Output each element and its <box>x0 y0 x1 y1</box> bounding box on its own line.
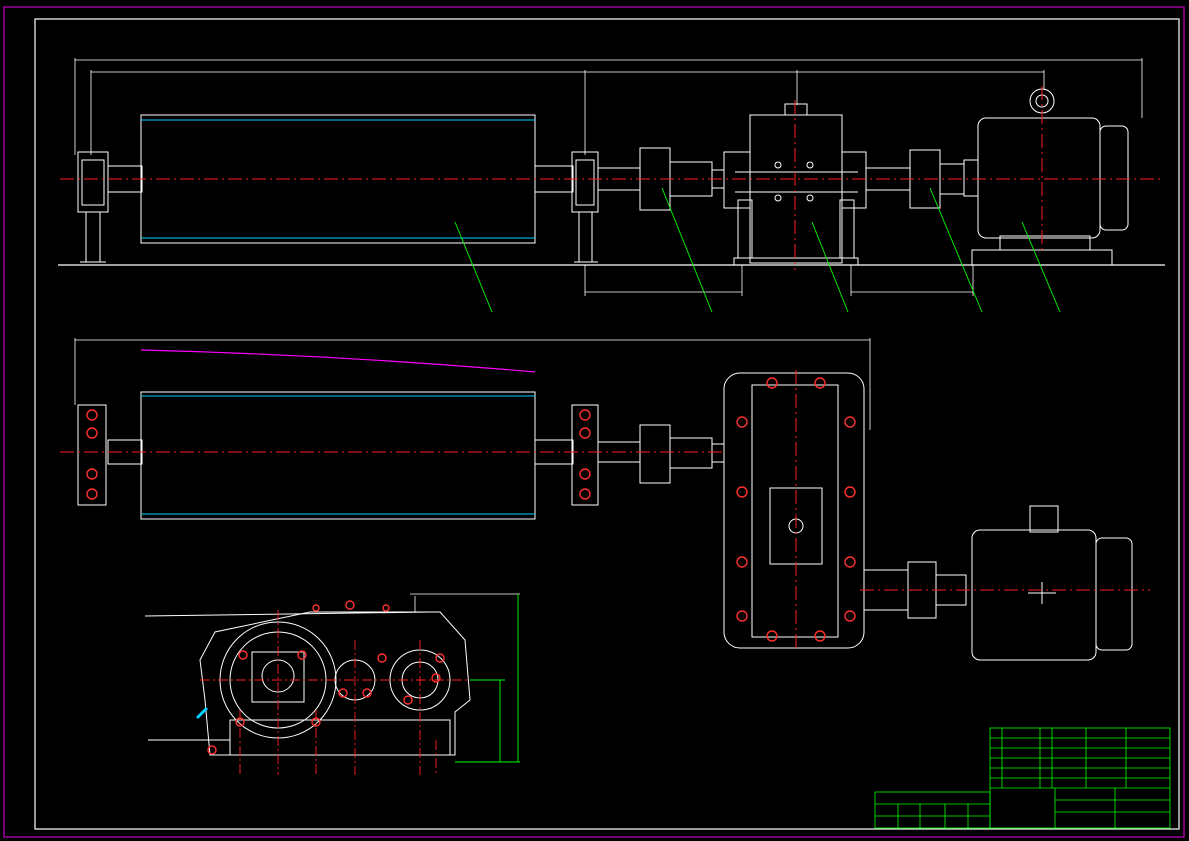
title-block <box>874 727 1171 829</box>
outer-frame <box>3 6 1185 838</box>
leader-lines <box>454 187 1061 313</box>
side-section-view <box>144 593 520 756</box>
reducer <box>749 114 843 264</box>
drum-plan <box>140 391 536 520</box>
inner-frame <box>34 18 1180 830</box>
motor <box>977 117 1101 239</box>
drum-taper-outline <box>140 349 536 373</box>
motor-plan <box>971 529 1097 661</box>
elevation-dimensions <box>74 58 1143 296</box>
reducer-plan <box>723 372 865 649</box>
plan-view <box>74 338 1133 661</box>
elevation-view <box>58 88 1165 266</box>
